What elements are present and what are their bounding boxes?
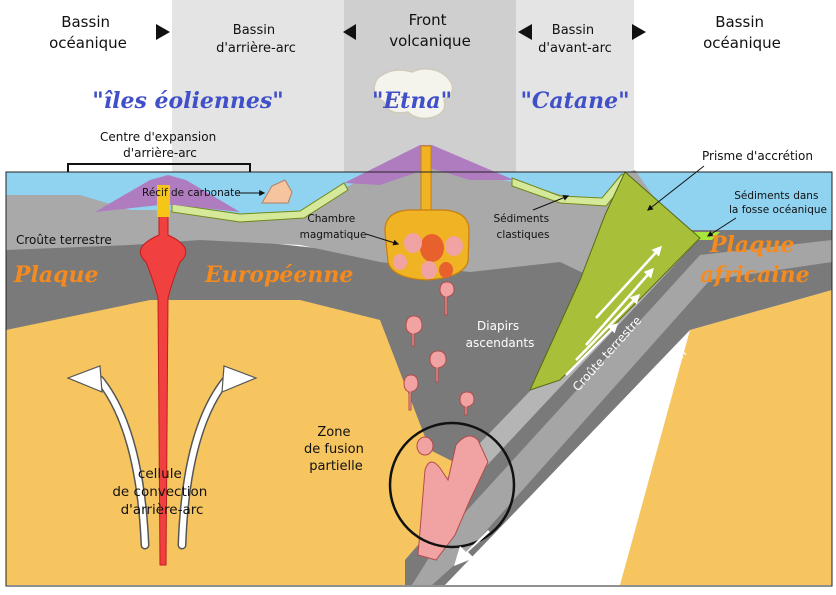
plate-europeenne: Européenne: [204, 262, 353, 288]
partial-melt-drop: [417, 437, 433, 455]
place-catane: "Catane": [520, 88, 629, 114]
plate-plaque-right: Plaque: [709, 232, 795, 258]
label-prisme: Prisme d'accrétion: [702, 149, 813, 163]
plate-africaine: africaine: [700, 262, 810, 288]
label-croute-left: Croûte terrestre: [16, 233, 112, 247]
volcanic-conduit: [421, 146, 431, 216]
place-iles-eoliennes: "îles éoliennes": [92, 88, 283, 114]
plate-plaque-left: Plaque: [13, 262, 99, 288]
label-recif: Récif de carbonate: [142, 187, 241, 199]
place-etna: "Etna": [372, 88, 452, 114]
